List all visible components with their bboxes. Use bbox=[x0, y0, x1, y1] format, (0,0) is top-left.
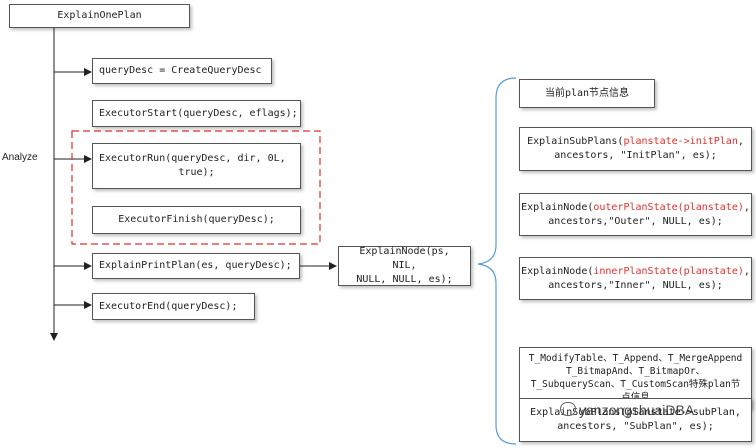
executor-finish-step: ExecutorFinish(queryDesc); bbox=[92, 206, 301, 234]
watermark-text: yanzongshuaiDBA bbox=[579, 402, 695, 418]
outer-plan-node: ExplainNode(outerPlanState(planstate), a… bbox=[519, 193, 752, 236]
special-plan-line-3: T_SubqueryScan、T_CustomScan特殊plan节 bbox=[530, 379, 741, 390]
create-query-desc-text: queryDesc = CreateQueryDesc bbox=[99, 65, 262, 76]
subplan-line-2: ancestors, "SubPlan", es); bbox=[557, 421, 714, 432]
special-plan-line-1: T_ModifyTable、T_Append、T_MergeAppend bbox=[528, 353, 743, 364]
current-plan-info-node: 当前plan节点信息 bbox=[519, 79, 655, 108]
outer-plan-line-1: ExplainNode(outerPlanState(planstate), bbox=[521, 201, 750, 215]
init-plan-node: ExplainSubPlans(planstate->initPlan, anc… bbox=[519, 127, 752, 171]
explain-node-text-1: ExplainNode(ps, NIL, bbox=[359, 246, 450, 271]
executor-end-step: ExecutorEnd(queryDesc); bbox=[92, 293, 255, 320]
inner-plan-highlight: innerPlanState(planstate) bbox=[593, 265, 744, 277]
executor-run-text-2: true); bbox=[178, 167, 215, 178]
inner-plan-line-2: ancestors,"Inner", NULL, es); bbox=[548, 279, 723, 291]
wechat-icon bbox=[560, 402, 576, 416]
subplan-node: ExplainSubPlans(planstate->subPlan, ance… bbox=[519, 398, 752, 442]
executor-start-step: ExecutorStart(queryDesc, eflags); bbox=[92, 100, 301, 127]
init-plan-highlight: planstate->initPlan bbox=[623, 136, 738, 147]
explain-print-plan-step: ExplainPrintPlan(es, queryDesc); bbox=[92, 253, 300, 279]
branch-brace bbox=[477, 77, 517, 445]
inner-plan-prefix: ExplainNode( bbox=[521, 265, 594, 277]
init-plan-suffix: , bbox=[737, 136, 744, 147]
init-plan-line-2: ancestors, "InitPlan", es); bbox=[554, 150, 717, 161]
inner-plan-suffix: , bbox=[743, 265, 750, 277]
executor-start-text: ExecutorStart(queryDesc, eflags); bbox=[99, 107, 298, 119]
init-plan-line-1: ExplainSubPlans(planstate->initPlan, bbox=[527, 135, 744, 149]
init-plan-prefix: ExplainSubPlans( bbox=[527, 136, 624, 147]
outer-plan-line-2: ancestors,"Outer", NULL, es); bbox=[548, 215, 723, 227]
executor-end-text: ExecutorEnd(queryDesc); bbox=[99, 300, 238, 312]
explain-print-plan-text: ExplainPrintPlan(es, queryDesc); bbox=[99, 260, 292, 271]
create-query-desc-step: queryDesc = CreateQueryDesc bbox=[92, 58, 272, 84]
current-plan-info-text: 当前plan节点信息 bbox=[544, 87, 630, 99]
special-plan-line-4: 点信息 bbox=[621, 391, 650, 404]
executor-run-text-1: ExecutorRun(queryDesc, dir, 0L, bbox=[99, 153, 286, 164]
watermark: yanzongshuaiDBA bbox=[560, 402, 694, 418]
executor-finish-text: ExecutorFinish(queryDesc); bbox=[118, 214, 275, 225]
subplan-line-1: ExplainSubPlans(planstate->subPlan, bbox=[530, 407, 741, 418]
executor-run-step: ExecutorRun(queryDesc, dir, 0L, true); bbox=[92, 143, 301, 189]
inner-plan-node: ExplainNode(innerPlanState(planstate), a… bbox=[519, 257, 752, 300]
explain-node-step: ExplainNode(ps, NIL, NULL, NULL, es); bbox=[338, 246, 471, 286]
special-plan-line-2: T_BitmapAnd、T_BitmapOr、 bbox=[565, 366, 706, 377]
explain-one-plan-node: ExplainOnePlan bbox=[9, 4, 190, 28]
explain-one-plan-label: ExplainOnePlan bbox=[57, 10, 142, 21]
explain-node-text-2: NULL, NULL, es); bbox=[356, 274, 453, 285]
executor-run-finish-group bbox=[71, 130, 321, 245]
outer-plan-suffix: , bbox=[743, 201, 750, 213]
outer-plan-highlight: outerPlanState(planstate) bbox=[593, 201, 744, 213]
inner-plan-line-1: ExplainNode(innerPlanState(planstate), bbox=[521, 265, 750, 279]
outer-plan-prefix: ExplainNode( bbox=[521, 201, 594, 213]
analyze-label: Analyze bbox=[2, 152, 38, 163]
